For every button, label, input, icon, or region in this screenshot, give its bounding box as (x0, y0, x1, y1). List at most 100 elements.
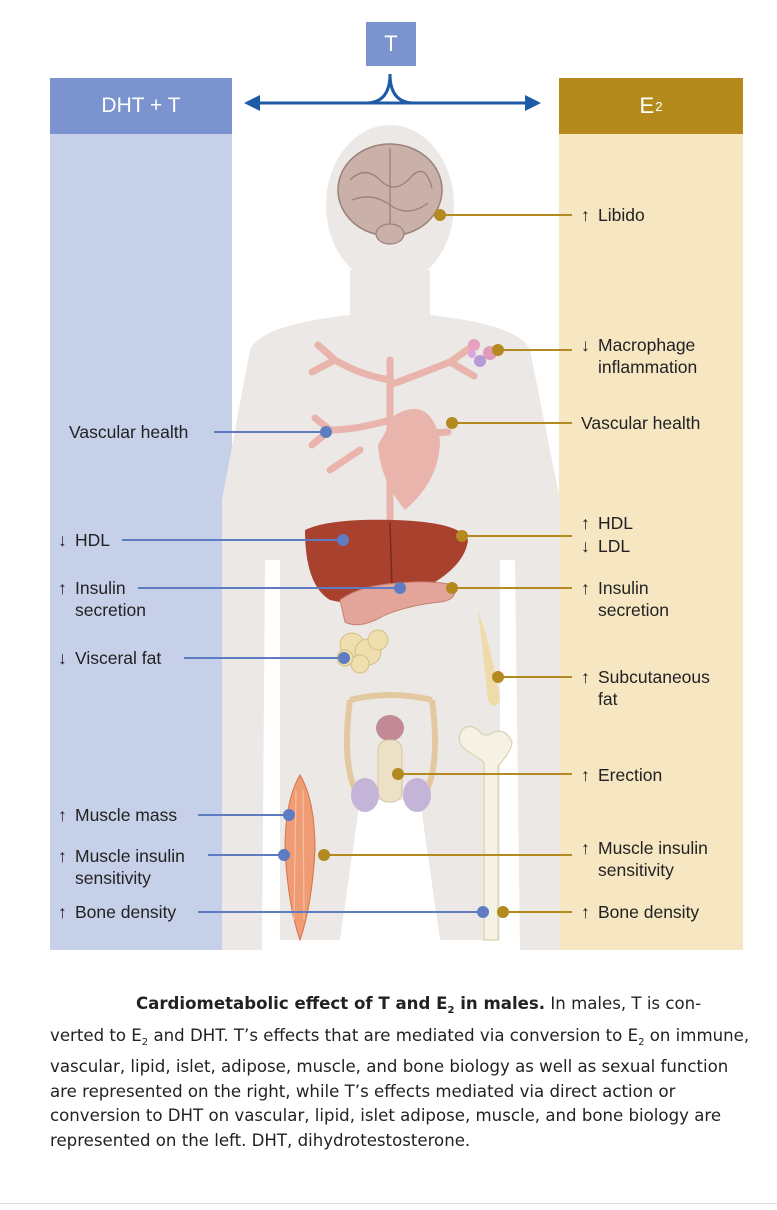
down-arrow-icon: ↓ (581, 536, 590, 556)
left-label-muscle-mass: ↑ Muscle mass (58, 804, 177, 826)
down-arrow-icon: ↓ (58, 648, 67, 668)
left-column-background (50, 78, 232, 950)
footer-divider (0, 1203, 777, 1204)
caption-title-b: in males. (454, 994, 546, 1013)
reproductive-organs-icon (343, 692, 439, 812)
label-text: Vascular health (69, 422, 189, 442)
caption-sub-1: 2 (141, 1036, 149, 1048)
left-label-bone-density: ↑ Bone density (58, 901, 176, 923)
left-label-insulin-secretion: ↑ Insulin secretion (58, 577, 146, 621)
label-text: Macrophage (598, 335, 696, 355)
up-arrow-icon: ↑ (581, 902, 590, 922)
down-arrow-icon: ↓ (58, 530, 67, 550)
right-label-insulin-secretion: ↑ Insulin secretion (581, 577, 669, 621)
dot-left-visceral (338, 652, 350, 664)
up-arrow-icon: ↑ (581, 578, 590, 598)
body-illustration (122, 73, 572, 950)
dot-right-subcutaneous (492, 671, 504, 683)
label-text: Muscle mass (75, 805, 178, 825)
right-label-muscle-insulin-sensitivity: ↑ Muscle insulin sensitivity (581, 837, 708, 881)
caption-title-sub: 2 (447, 1005, 455, 1016)
label-text-line2: fat (598, 689, 618, 709)
right-label-hdl: ↑HDL (581, 512, 633, 534)
label-text: Muscle insulin (75, 846, 185, 866)
pancreas-icon (339, 581, 456, 626)
left-connectors (122, 426, 489, 918)
caption-title: Cardiometabolic effect of T and E2 in ma… (136, 994, 546, 1016)
up-arrow-icon: ↑ (581, 838, 590, 858)
figure-caption: Cardiometabolic effect of T and E2 in ma… (50, 992, 750, 1153)
dot-right-bone (497, 906, 509, 918)
header-right-sub: 2 (655, 98, 663, 114)
right-connectors (318, 209, 572, 918)
arrowhead-left-icon (244, 95, 260, 111)
dot-right-vascular (446, 417, 458, 429)
header-left-label: DHT + T (101, 94, 181, 117)
label-text-line2: sensitivity (75, 868, 151, 888)
left-label-visceral-fat: ↓Visceral fat (58, 647, 161, 669)
right-label-bone-density: ↑ Bone density (581, 901, 699, 923)
left-label-vascular-health: Vascular health (69, 421, 188, 443)
dot-right-macrophage (492, 344, 504, 356)
dot-right-libido (434, 209, 446, 221)
caption-title-a: Cardiometabolic effect of T and E (136, 994, 448, 1013)
subcutaneous-fat-icon (478, 610, 500, 706)
bone-icon (458, 725, 513, 941)
dot-left-bone (477, 906, 489, 918)
caption-sub-2: 2 (638, 1036, 645, 1048)
up-arrow-icon: ↑ (58, 846, 67, 866)
header-right-main: E (639, 93, 655, 118)
header-dht-t: DHT + T (50, 78, 232, 134)
left-label-hdl: ↓ HDL (58, 529, 110, 551)
header-center-label: T (384, 31, 398, 56)
caption-text-3: on immune, vascular, lipid, islet, adipo… (50, 1025, 750, 1150)
right-label-ldl: ↓ LDL (581, 535, 630, 557)
right-label-erection: ↑ Erection (581, 764, 662, 786)
up-arrow-icon: ↑ (58, 578, 67, 598)
dot-left-hdl (337, 534, 349, 546)
conversion-arrow (256, 73, 528, 105)
header-t: T (366, 22, 416, 66)
right-label-macrophage-inflammation: ↓ Macrophage inflammation (581, 334, 697, 378)
label-text-line2: inflammation (598, 357, 698, 377)
caption-text-2: and DHT. T’s effects that are mediated v… (148, 1025, 639, 1045)
arrowhead-right-icon (525, 95, 541, 111)
up-arrow-icon: ↑ (58, 805, 67, 825)
up-arrow-icon: ↑ (581, 765, 590, 785)
right-label-libido: ↑ Libido (581, 204, 645, 226)
label-text: LDL (598, 536, 631, 556)
label-text: Libido (598, 205, 645, 225)
heart-icon (378, 408, 440, 510)
right-column-background (559, 78, 743, 950)
visceral-fat-icon (336, 629, 389, 674)
label-text-line2: secretion (75, 600, 147, 620)
caption-text-1: In males, T is con-verted to E (50, 994, 702, 1045)
label-text-line2: secretion (598, 600, 670, 620)
left-label-muscle-insulin-sensitivity: ↑ Muscle insulin sensitivity (58, 845, 185, 889)
right-label-subcutaneous-fat: ↑Subcutaneous fat (581, 666, 710, 710)
dot-left-muscle-insulin (278, 849, 290, 861)
label-text: Bone density (598, 902, 700, 922)
label-text: Subcutaneous (598, 667, 710, 687)
dot-left-muscle-mass (283, 809, 295, 821)
right-label-vascular-health: Vascular health (581, 412, 700, 434)
dot-right-insulin (446, 582, 458, 594)
dot-right-muscle-insulin (318, 849, 330, 861)
label-text: Muscle insulin (598, 838, 708, 858)
label-text: Insulin (598, 578, 649, 598)
label-text: HDL (75, 530, 111, 550)
up-arrow-icon: ↑ (58, 902, 67, 922)
up-arrow-icon: ↑ (581, 205, 590, 225)
label-text: Erection (598, 765, 663, 785)
label-text-line2: sensitivity (598, 860, 674, 880)
dot-right-erection (392, 768, 404, 780)
down-arrow-icon: ↓ (581, 335, 590, 355)
label-text: Vascular health (581, 413, 701, 433)
label-text: Bone density (75, 902, 177, 922)
label-text: Insulin (75, 578, 126, 598)
label-text: HDL (598, 513, 634, 533)
macrophage-icon (468, 339, 497, 367)
dot-left-vascular (320, 426, 332, 438)
